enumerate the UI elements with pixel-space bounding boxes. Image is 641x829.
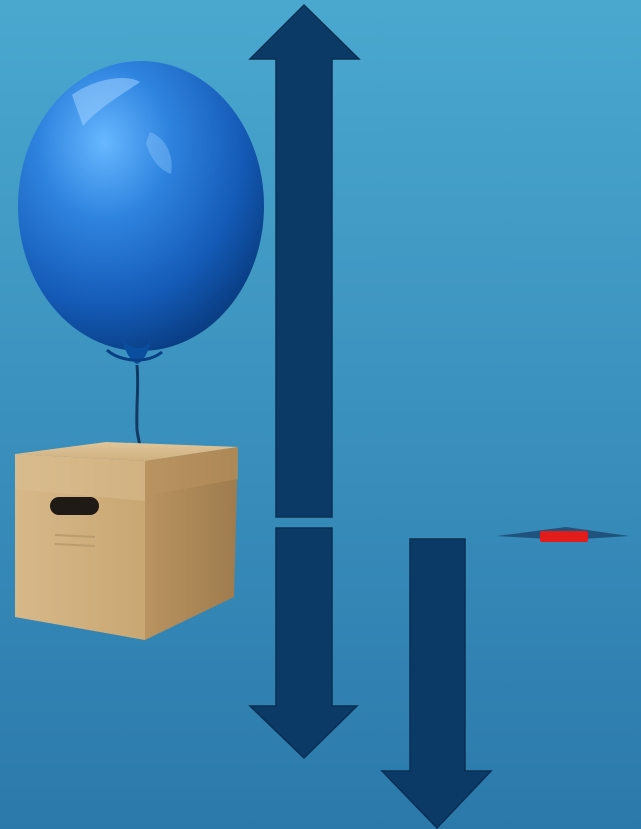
box-handle [50, 497, 99, 515]
scale-indicator-red [540, 531, 588, 542]
balloon-body [18, 61, 264, 351]
cardboard-box-icon [15, 442, 238, 640]
